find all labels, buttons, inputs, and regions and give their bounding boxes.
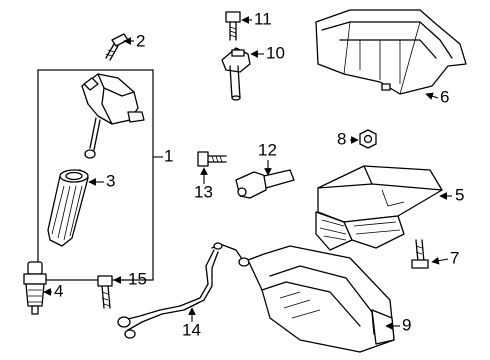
bolt-part-11 xyxy=(225,11,241,41)
bolt-part-7 xyxy=(411,239,429,269)
callout-label-15: 15 xyxy=(128,269,147,288)
ecu-module-part xyxy=(315,165,443,251)
spark-plug-part xyxy=(23,261,47,315)
coil-group-box xyxy=(37,69,154,281)
nut-part-8 xyxy=(359,129,377,149)
callout-label-1: 1 xyxy=(164,146,173,165)
callout-label-12: 12 xyxy=(258,140,277,159)
coil-boot-part xyxy=(47,169,89,247)
tray-part-9 xyxy=(247,245,395,353)
callout-label-7: 7 xyxy=(450,248,459,267)
callout-label-9: 9 xyxy=(402,315,411,334)
callout-label-14: 14 xyxy=(182,320,201,339)
callout-label-3: 3 xyxy=(106,171,115,190)
callout-label-11: 11 xyxy=(254,9,272,28)
bolt-part-2 xyxy=(105,33,129,61)
callout-label-13: 13 xyxy=(194,182,213,201)
callout-label-6: 6 xyxy=(440,87,449,106)
callout-leader-6 xyxy=(425,92,439,100)
bolt-part-15 xyxy=(97,275,113,309)
callout-label-2: 2 xyxy=(136,31,145,50)
callout-leader-7 xyxy=(431,256,449,265)
bracket-part-6 xyxy=(315,9,467,95)
callout-label-4: 4 xyxy=(54,281,63,300)
callout-label-10: 10 xyxy=(266,43,285,62)
callout-label-5: 5 xyxy=(455,185,464,204)
ignition-coil-part xyxy=(81,73,145,159)
callout-label-8: 8 xyxy=(337,129,346,148)
sensor-part-10 xyxy=(221,47,251,101)
wiring-harness-part xyxy=(117,242,250,339)
bolt-part-13 xyxy=(197,151,227,167)
sensor-part-12 xyxy=(235,169,295,199)
